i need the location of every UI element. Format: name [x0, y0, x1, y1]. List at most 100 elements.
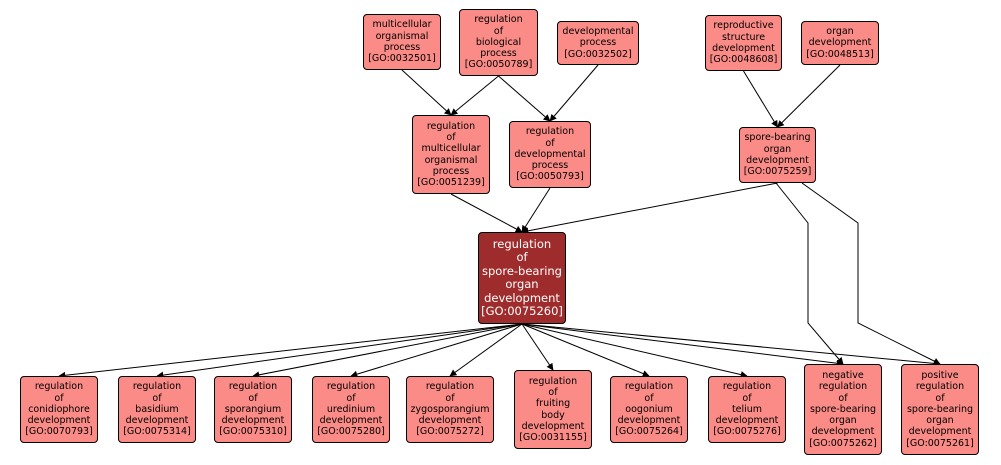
node-label-line: regulation — [474, 14, 523, 26]
node-label-line: conidiophore — [28, 403, 90, 415]
node-label-line: of — [838, 392, 848, 404]
node-label-line: regulation — [326, 381, 376, 393]
node-label-line: [GO:0050789] — [464, 59, 533, 71]
edge-arrow — [549, 64, 599, 122]
node-label-line: of — [152, 392, 162, 404]
edge-arrow — [252, 323, 523, 379]
node-label-line: [GO:0031155] — [519, 432, 587, 444]
edge-arrow — [521, 323, 941, 367]
node-label-line: of — [248, 392, 258, 404]
node-label-line: organ — [926, 415, 954, 427]
node-label-line: regulation — [624, 381, 674, 393]
node-label-line: of — [493, 25, 504, 37]
node-label-line: [GO:0075272] — [416, 426, 484, 438]
edge-arrow — [521, 187, 551, 233]
node-label-line: development — [811, 426, 875, 438]
edge-arrow — [521, 323, 650, 377]
node-label-line: process — [531, 160, 569, 172]
edge-arrow — [777, 64, 841, 128]
node-label-line: reproductive — [713, 20, 774, 32]
node-label-line: regulation — [915, 381, 965, 393]
node-label-line: body — [541, 409, 565, 421]
node-label-line: developmental — [514, 148, 586, 160]
node-label-line: [GO:0075276] — [713, 426, 781, 438]
edge-arrow — [801, 182, 941, 365]
node-label-line: development — [484, 290, 560, 305]
node-label-line: development — [715, 415, 779, 427]
node-label-line: uredinium — [326, 403, 376, 415]
node-label-line: [GO:0048608] — [709, 54, 778, 66]
node-label-line: of — [935, 392, 945, 404]
node-label-line: of — [445, 392, 455, 404]
node-label-line: [GO:0051239] — [417, 177, 485, 189]
node-label-line: [GO:0032502] — [564, 48, 632, 60]
node-label-line: development — [712, 43, 775, 54]
node-label-line: regulation — [34, 381, 84, 393]
node-label-line: development — [908, 426, 972, 438]
edge-arrow — [521, 323, 748, 378]
node-label-line: regulation — [426, 120, 476, 132]
node-label-line: [GO:0048513] — [806, 48, 874, 60]
node-label-line: organismal — [424, 154, 478, 166]
node-label-line: regulation — [425, 381, 475, 393]
edge-arrow — [449, 323, 523, 377]
node-label-line: regulation — [818, 381, 868, 393]
node-label-line: organ — [505, 277, 539, 291]
node-label-line: developmental — [562, 26, 634, 38]
edge-arrow — [401, 69, 452, 116]
edge-arrow — [156, 323, 523, 379]
edge-arrow — [450, 193, 523, 233]
edge-arrow — [775, 182, 844, 365]
node-label-line: regulation — [722, 381, 772, 393]
node-label-line: of — [742, 392, 752, 404]
node-label-line: zygosporangium — [410, 403, 490, 415]
node-label-line: spore-bearing — [809, 403, 877, 415]
node-label-line: multicellular — [372, 19, 432, 31]
edge-arrow — [521, 182, 778, 235]
node-label-line: of — [548, 386, 558, 398]
node-label-line: regulation — [132, 381, 182, 393]
node-label-line: process — [432, 165, 470, 177]
node-label-line: multicellular — [421, 143, 481, 155]
node-label-line: spore-bearing — [744, 132, 811, 144]
node-label-line: of — [346, 392, 356, 404]
node-label-line: organ — [826, 26, 854, 38]
node-label-line: oogonium — [625, 403, 673, 415]
node-label-line: [GO:0032501] — [368, 53, 436, 65]
node-label-line: biological — [475, 36, 522, 48]
node-label-line: [GO:0075280] — [317, 426, 385, 438]
node-label-line: development — [746, 155, 809, 166]
node-label-line: positive — [921, 369, 959, 381]
node-label-line: of — [516, 250, 528, 264]
node-label-line: basidium — [135, 403, 179, 415]
edge-arrow — [521, 323, 844, 367]
node-label-line: development — [418, 415, 482, 427]
node-label-line: [GO:0075264] — [615, 426, 683, 438]
node-label-line: sporangium — [224, 403, 282, 415]
node-label-line: of — [54, 392, 64, 404]
node-label-line: process — [383, 42, 421, 53]
edge-arrow — [521, 323, 554, 371]
node-label-line: [GO:0050793] — [516, 171, 584, 183]
